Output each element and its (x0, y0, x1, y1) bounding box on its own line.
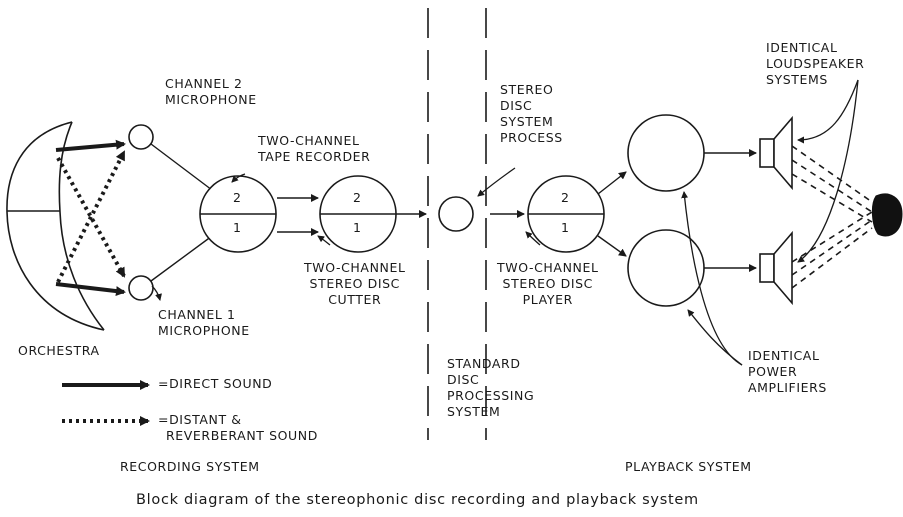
recorder-channel-2: 2 (233, 190, 242, 205)
orchestra-stage (6, 121, 105, 331)
channel-1-microphone (128, 275, 154, 301)
cutter-channel-2: 2 (353, 190, 362, 205)
orchestra-label: ORCHESTRA (18, 343, 100, 358)
power-amplifier-bottom (627, 229, 705, 307)
tape-recorder (199, 175, 277, 253)
playback-section-title: PLAYBACK SYSTEM (625, 459, 752, 474)
listener-sound-lines (791, 145, 873, 289)
callout-pointers (151, 79, 859, 366)
legend-direct-label: =DIRECT SOUND (158, 376, 273, 391)
recording-section-title: RECORDING SYSTEM (120, 459, 260, 474)
recorder-channel-1: 1 (233, 220, 242, 235)
figure-caption: Block diagram of the stereophonic disc r… (136, 492, 699, 508)
distant-sound-arrows (56, 150, 126, 283)
cutter-channel-1: 1 (353, 220, 362, 235)
power-amplifier-top (627, 114, 705, 192)
dashed-separators (427, 8, 487, 440)
disc-cutter (319, 175, 397, 253)
loudspeaker-bottom (759, 230, 793, 306)
player-channel-1: 1 (561, 220, 570, 235)
stereo-disc-process (438, 196, 474, 232)
disc-player (527, 175, 605, 253)
legend-distant-label: =DISTANT & REVERBERANT SOUND (158, 412, 318, 443)
direct-sound-arrows (55, 139, 126, 297)
channel-2-microphone (128, 124, 154, 150)
loudspeaker-top (759, 115, 793, 191)
player-channel-2: 2 (561, 190, 570, 205)
listener-head (871, 193, 903, 237)
